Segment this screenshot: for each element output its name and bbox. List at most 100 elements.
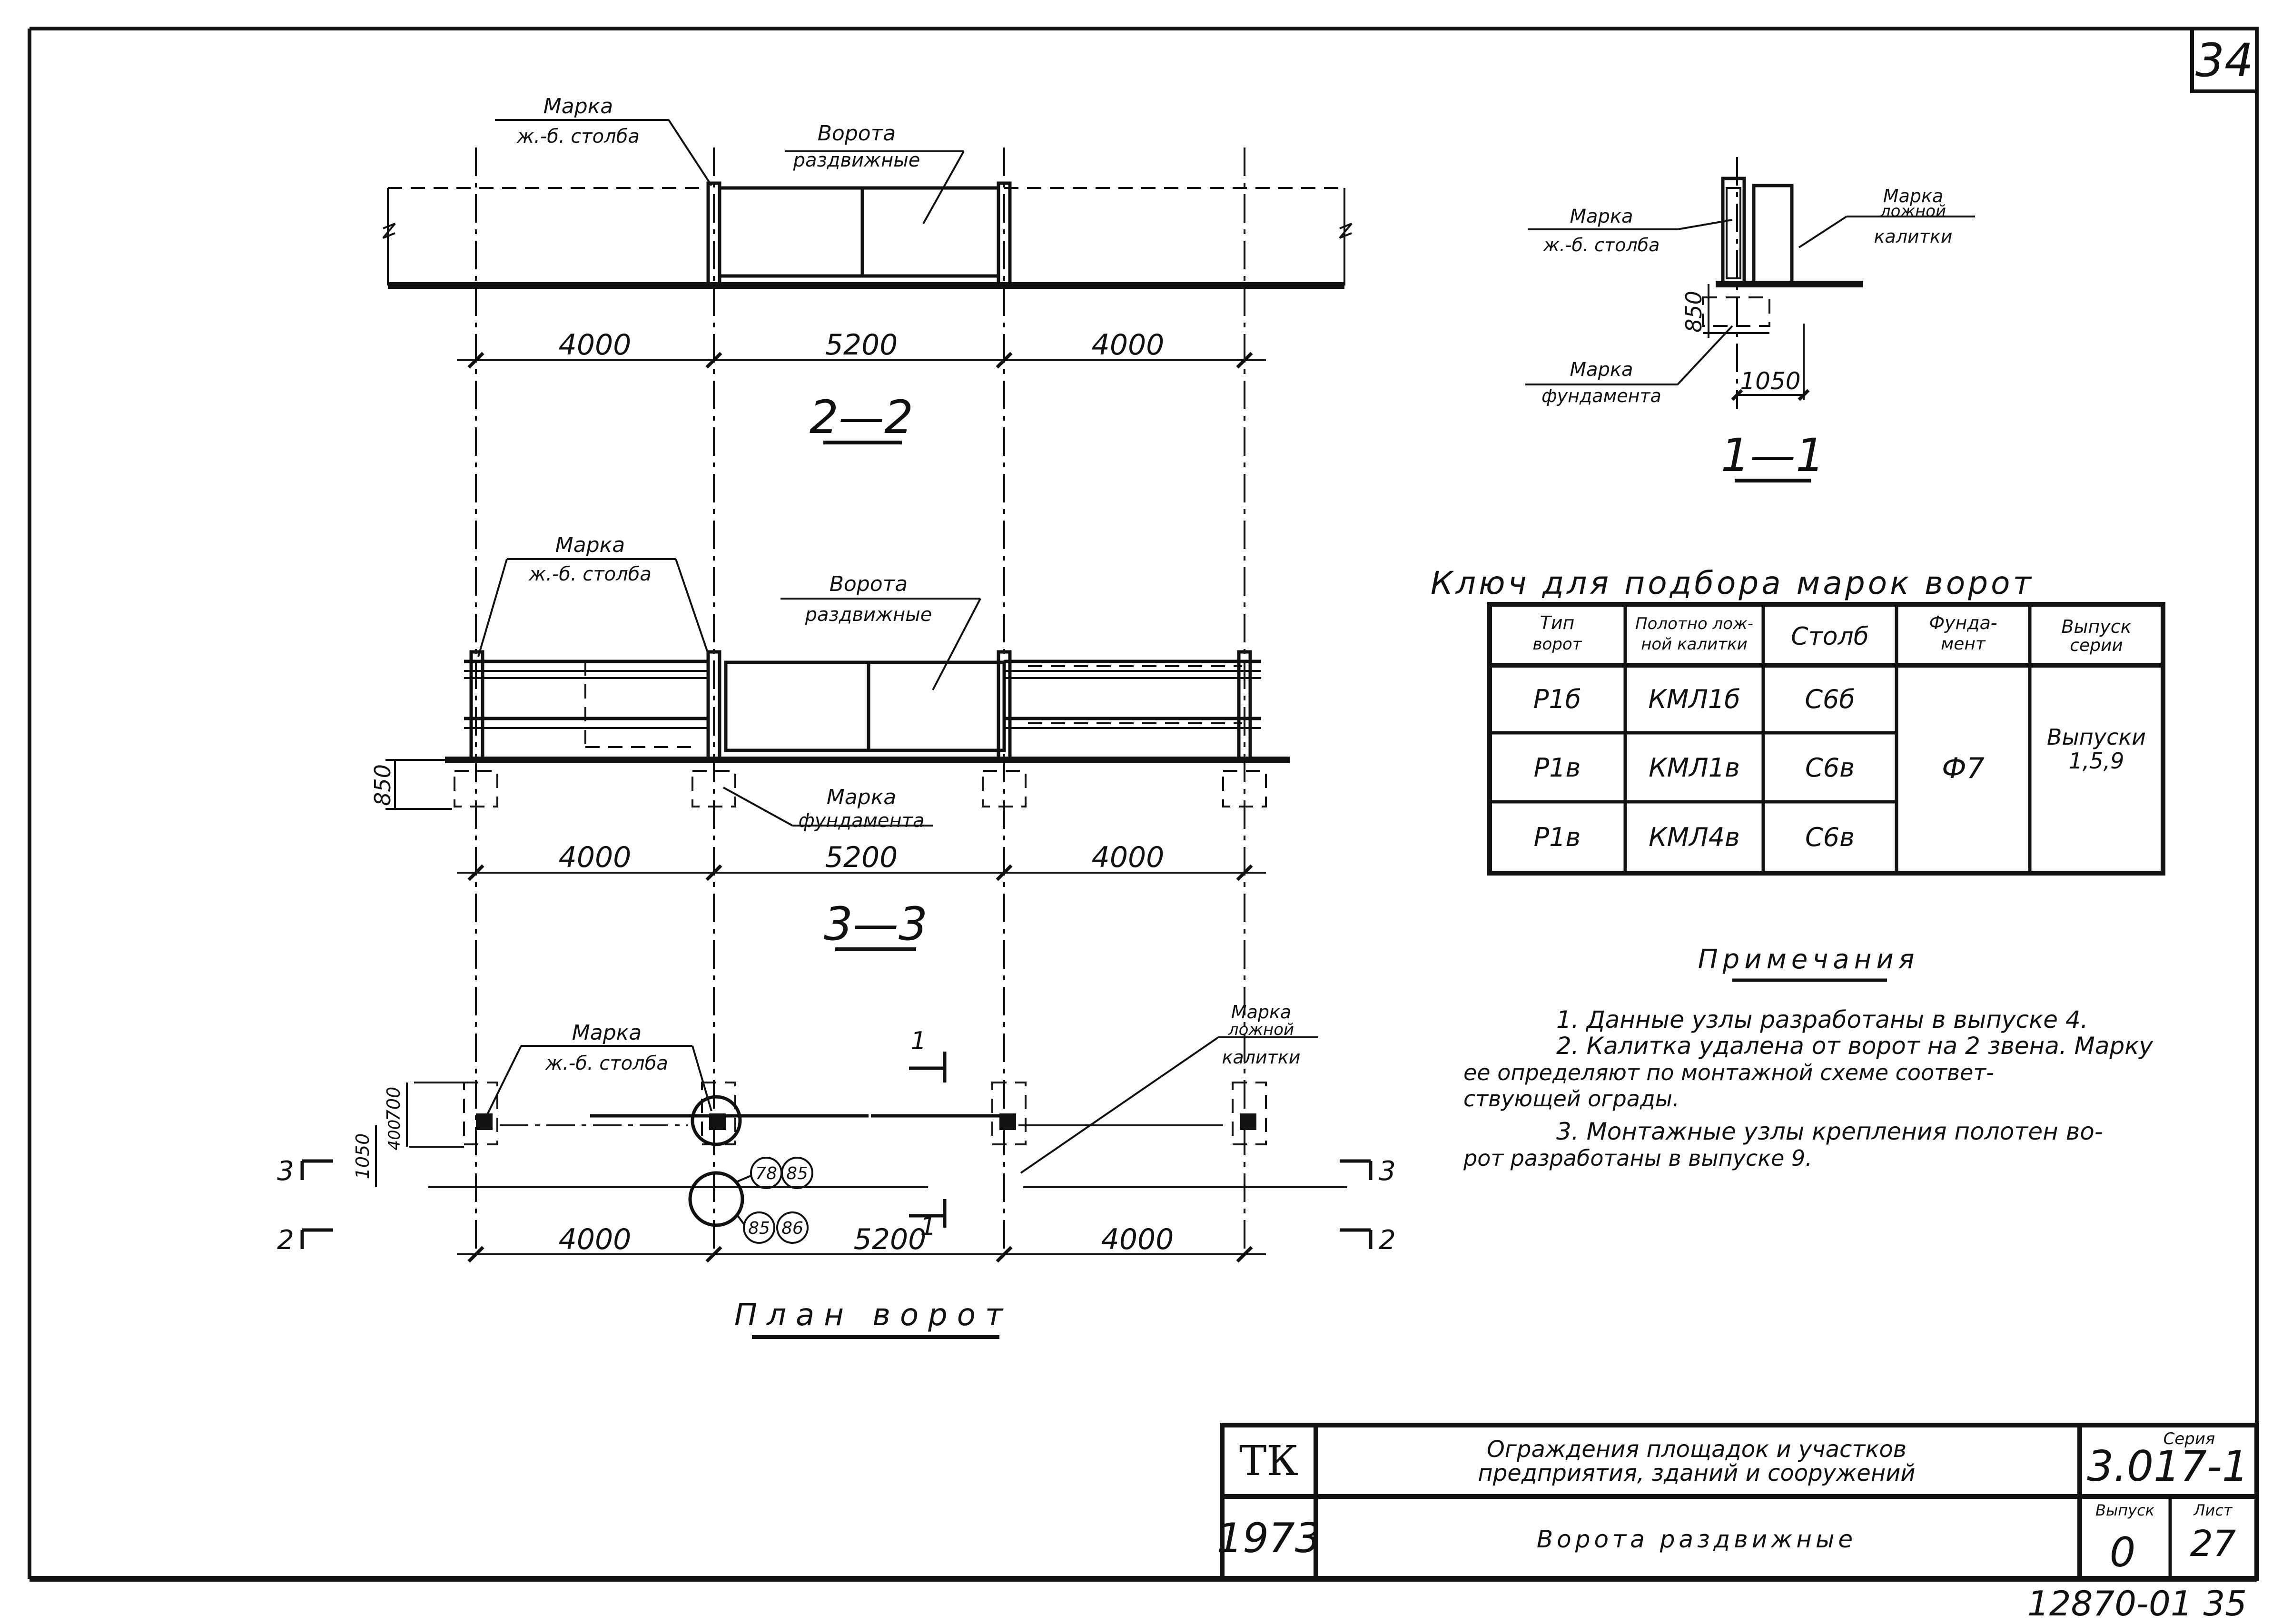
dim-3-3-left: 4000	[559, 841, 632, 874]
cut-mark-1-bottom: 1	[920, 1212, 936, 1241]
notes-title: Примечания	[1698, 944, 1919, 975]
label-post-plan-line1: Марка	[572, 1021, 642, 1045]
key-table	[1487, 602, 2165, 876]
section-1-1-title: 1—1	[1721, 429, 1825, 482]
label-foundation-1-1-line1: Марка	[1570, 359, 1633, 381]
cell-r1-wicket: КМЛ1б	[1648, 684, 1740, 714]
label-foundation-3-3-line2: фундамента	[799, 810, 925, 832]
label-wicket-plan-line3: калитки	[1222, 1047, 1300, 1068]
label-gate-2-2-line2: раздвижные	[793, 149, 920, 171]
dim-2-2-center: 5200	[825, 328, 898, 362]
section-3-3	[385, 558, 1290, 881]
section-3-3-title: 3—3	[824, 897, 928, 951]
tb-org: ТК	[1239, 1437, 1298, 1485]
label-gate-3-3-line1: Ворота	[830, 572, 908, 596]
dim-3-3-height: 850	[370, 764, 395, 806]
cell-r3-type: Р1в	[1534, 822, 1581, 852]
notes-line-4: ствующей ограды.	[1463, 1086, 1679, 1112]
label-wicket-1-1-line3: калитки	[1874, 226, 1952, 247]
label-wicket-1-1-line2: ложной	[1880, 202, 1946, 221]
cell-foundation: Ф7	[1942, 752, 1985, 785]
notes-line-6: рот разработаны в выпуске 9.	[1463, 1145, 1812, 1171]
tb-series: 3.017-1	[2087, 1442, 2249, 1491]
cell-series-issue-line2: 1,5,9	[2068, 748, 2124, 774]
label-gate-2-2-line1: Ворота	[818, 121, 896, 146]
th-gate-type-line1: Тип	[1540, 612, 1575, 633]
cut-mark-2-right: 2	[1379, 1225, 1396, 1256]
dim-plan-left: 4000	[559, 1223, 632, 1256]
label-wicket-plan-line1: Марка	[1231, 1002, 1291, 1023]
dim-plan-right: 4000	[1101, 1223, 1174, 1256]
title-block	[1220, 1423, 2259, 1581]
th-wicket-leaf-line2: ной калитки	[1641, 635, 1748, 654]
cell-r1-type: Р1б	[1533, 684, 1581, 714]
cut-mark-3-left: 3	[277, 1156, 294, 1187]
cell-r2-type: Р1в	[1534, 753, 1581, 783]
label-wicket-plan-line2: ложной	[1228, 1020, 1294, 1039]
th-foundation-line2: мент	[1941, 634, 1986, 654]
label-post-2-2-line1: Марка	[543, 94, 613, 118]
cell-series-issue-line1: Выпуски	[2047, 724, 2146, 750]
th-foundation-line1: Фунда-	[1929, 612, 1997, 633]
dim-plan-700: 700	[383, 1087, 404, 1122]
node-ref-78: 78	[755, 1164, 777, 1183]
th-series-issue-line2: серии	[2070, 636, 2123, 655]
dim-2-2-left: 4000	[559, 328, 632, 362]
dim-3-3-center: 5200	[825, 841, 898, 874]
label-post-plan-line2: ж.-б. столба	[545, 1053, 668, 1074]
dim-plan-center: 5200	[854, 1223, 927, 1256]
label-foundation-3-3-line1: Марка	[827, 785, 896, 809]
label-wicket-1-1-line1: Марка	[1883, 186, 1943, 207]
dim-plan-400: 400	[385, 1120, 404, 1151]
tb-sheet: 27	[2190, 1522, 2236, 1565]
th-series-issue-line1: Выпуск	[2061, 616, 2131, 637]
sheet-number: 34	[2195, 34, 2253, 87]
tb-year: 1973	[1217, 1515, 1321, 1562]
tb-project-line1: Ограждения площадок и участков	[1487, 1436, 1907, 1463]
cell-r2-wicket: КМЛ1в	[1649, 753, 1740, 783]
label-post-2-2-line2: ж.-б. столба	[516, 126, 640, 148]
notes-line-5: 3. Монтажные узлы крепления полотен во-	[1556, 1118, 2103, 1145]
cut-mark-2-left: 2	[277, 1225, 294, 1256]
section-2-2-title: 2—2	[810, 391, 913, 444]
cell-r1-post: С6б	[1805, 684, 1855, 714]
plan-view	[300, 1036, 1373, 1263]
notes-line-2: 2. Калитка удалена от ворот на 2 звена. …	[1556, 1032, 2154, 1060]
dim-2-2-right: 4000	[1092, 328, 1165, 362]
th-wicket-leaf-line1: Полотно лож-	[1635, 614, 1753, 633]
sheet-frame	[28, 27, 2259, 1582]
label-post-1-1-line1: Марка	[1570, 206, 1633, 227]
label-gate-3-3-line2: раздвижные	[805, 604, 932, 626]
tb-series-label: Серия	[2163, 1429, 2215, 1448]
node-ref-86: 86	[781, 1219, 803, 1238]
notes-line-1: 1. Данные узлы разработаны в выпуске 4.	[1556, 1006, 2088, 1033]
cell-r3-post: С6в	[1805, 822, 1855, 852]
dim-1-1-height: 850	[1681, 291, 1707, 333]
key-table-title: Ключ для подбора марок ворот	[1431, 565, 2034, 601]
label-post-1-1-line2: ж.-б. столба	[1543, 235, 1660, 256]
tb-project-line2: предприятия, зданий и сооружений	[1478, 1460, 1915, 1486]
label-post-3-3-line1: Марка	[555, 533, 625, 557]
cell-r3-wicket: КМЛ4в	[1649, 822, 1740, 852]
section-2-2	[382, 119, 1353, 1256]
tb-issue-label: Выпуск	[2095, 1501, 2155, 1519]
notes-line-3: ее определяют по монтажной схеме соответ…	[1463, 1060, 1994, 1085]
cut-mark-1-top: 1	[910, 1027, 926, 1055]
tb-issue: 0	[2110, 1529, 2136, 1576]
tb-sheet-label: Лист	[2193, 1501, 2233, 1519]
dim-plan-1050: 1050	[352, 1133, 373, 1180]
cut-mark-3-right: 3	[1379, 1156, 1396, 1187]
dim-1-1-width: 1050	[1740, 367, 1800, 395]
th-post: Столб	[1791, 622, 1869, 651]
section-1-1	[1525, 157, 1975, 409]
node-ref-85-b: 85	[748, 1219, 770, 1238]
dim-3-3-right: 4000	[1092, 841, 1165, 874]
plan-title: План ворот	[734, 1298, 1012, 1333]
label-foundation-1-1-line2: фундамента	[1541, 385, 1661, 406]
tb-drawing-title: Ворота раздвижные	[1537, 1526, 1857, 1553]
th-gate-type-line2: ворот	[1532, 635, 1582, 654]
footer-stamp: 12870-01 35	[2027, 1584, 2247, 1624]
node-ref-85-a: 85	[786, 1164, 808, 1183]
cell-r2-post: С6в	[1805, 753, 1855, 783]
